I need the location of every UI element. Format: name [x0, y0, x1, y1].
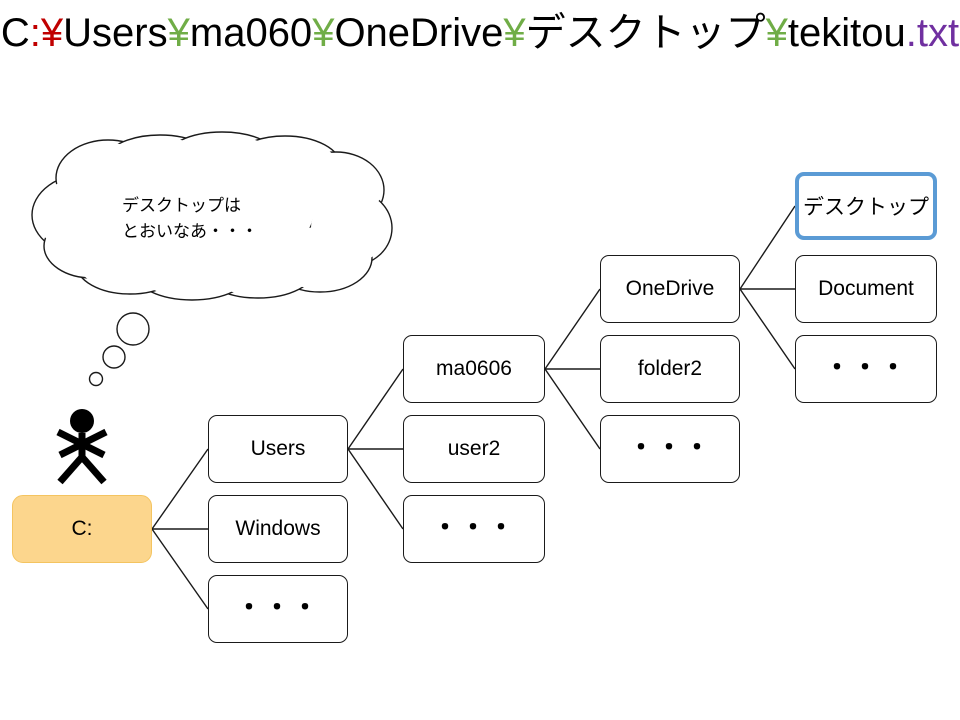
tree-node-label: デスクトップ	[803, 196, 929, 219]
tree-node-label: Document	[818, 277, 914, 300]
stick-figure-leg-right	[79, 454, 107, 485]
title-segment-3: Users	[63, 11, 168, 55]
tree-node-label: ・・・	[823, 352, 908, 382]
tree-node-lvl4-more[interactable]: ・・・	[795, 335, 937, 403]
stick-figure-leg-left	[57, 454, 85, 485]
tree-node-label: ・・・	[235, 592, 320, 622]
tree-node-ma0606[interactable]: ma0606	[403, 335, 545, 403]
title-segment-9: デスクトップ	[525, 11, 766, 55]
edge-onedrive-to-lvl4-more	[739, 288, 796, 370]
tree-node-lvl2-more[interactable]: ・・・	[403, 495, 545, 563]
tree-node-label: ・・・	[627, 432, 712, 462]
title-segment-8: ¥	[503, 11, 526, 55]
tree-node-lvl3-more[interactable]: ・・・	[600, 415, 740, 483]
title-segment-6: ¥	[312, 11, 335, 55]
cloud-interior-mask	[35, 135, 389, 297]
title-segment-5: ma060	[189, 11, 313, 55]
tree-node-folder2[interactable]: folder2	[600, 335, 740, 403]
edge-onedrive-to-desktop	[739, 205, 796, 290]
tree-node-desktop[interactable]: デスクトップ	[795, 172, 937, 240]
tree-node-users[interactable]: Users	[208, 415, 348, 483]
tree-node-label: Windows	[235, 517, 321, 540]
thought-trail-circles	[88, 312, 150, 387]
thought-bubble-text: デスクトップは とおいなあ・・・	[122, 196, 258, 241]
stick-figure-arm-right	[58, 428, 108, 459]
edge-users-to-ma0606	[347, 368, 404, 450]
title-segment-2: ¥	[40, 11, 64, 55]
tree-node-onedrive[interactable]: OneDrive	[600, 255, 740, 323]
title-segment-0: C	[0, 11, 30, 55]
tree-node-label: ・・・	[431, 512, 516, 542]
edge-ma0606-to-lvl3-more	[544, 368, 601, 450]
title-segment-10: ¥	[765, 11, 788, 55]
title-segment-11: tekitou	[787, 11, 906, 55]
tree-node-label: OneDrive	[625, 277, 715, 300]
title-segment-4: ¥	[167, 11, 190, 55]
edge-c-drive-to-users	[151, 448, 209, 530]
page-title: C:¥Users¥ma060¥OneDrive¥デスクトップ¥tekitou.t…	[0, 8, 960, 58]
tree-node-label: C:	[71, 517, 93, 540]
tree-node-label: ma0606	[436, 357, 512, 380]
title-segment-12: .txt	[905, 11, 960, 55]
edge-users-to-lvl2-more	[347, 448, 404, 530]
tree-node-c-drive[interactable]: C:	[12, 495, 152, 563]
edge-c-drive-to-lvl1-more	[151, 528, 209, 610]
edge-ma0606-to-onedrive	[544, 288, 601, 370]
tree-node-label: user2	[447, 437, 501, 460]
tree-node-user2[interactable]: user2	[403, 415, 545, 483]
tree-node-label: folder2	[637, 357, 703, 380]
tree-node-document[interactable]: Document	[795, 255, 937, 323]
title-segment-1: :	[29, 11, 41, 55]
title-segment-7: OneDrive	[334, 11, 504, 55]
stick-figure-head	[70, 409, 94, 433]
tree-node-windows[interactable]: Windows	[208, 495, 348, 563]
tree-node-label: Users	[250, 437, 306, 460]
tree-node-lvl1-more[interactable]: ・・・	[208, 575, 348, 643]
